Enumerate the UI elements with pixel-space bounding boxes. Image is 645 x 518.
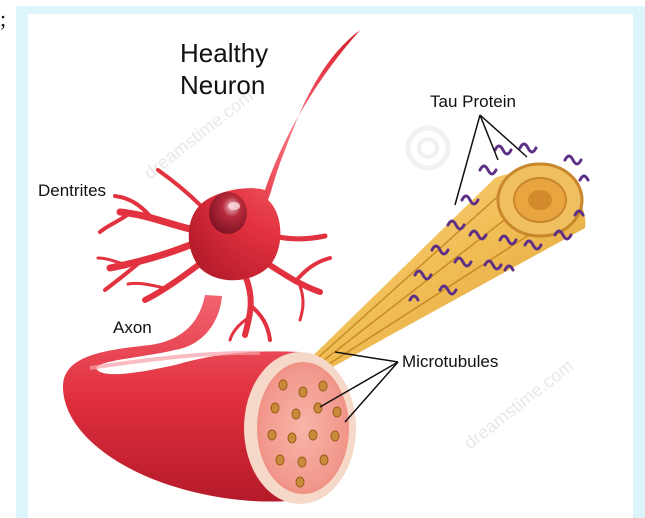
label-microtubules: Microtubules (402, 352, 498, 371)
microtubules-leader-3 (345, 362, 398, 422)
tau-leader-2 (480, 115, 498, 160)
axon-cross-section (257, 362, 349, 494)
nucleus-highlight (228, 202, 240, 210)
title-line-1: Healthy (180, 38, 268, 68)
watermark-swirl-inner-icon-2 (419, 139, 437, 157)
microtubule-core (528, 190, 552, 210)
label-tau-protein: Tau Protein (430, 92, 516, 111)
nucleus (209, 192, 247, 234)
label-axon: Axon (113, 318, 152, 337)
label-dentrites: Dentrites (38, 181, 106, 200)
tau-leader-1 (455, 115, 480, 205)
watermark-swirl-icon-2 (408, 128, 448, 168)
title-line-2: Neuron (180, 70, 265, 100)
